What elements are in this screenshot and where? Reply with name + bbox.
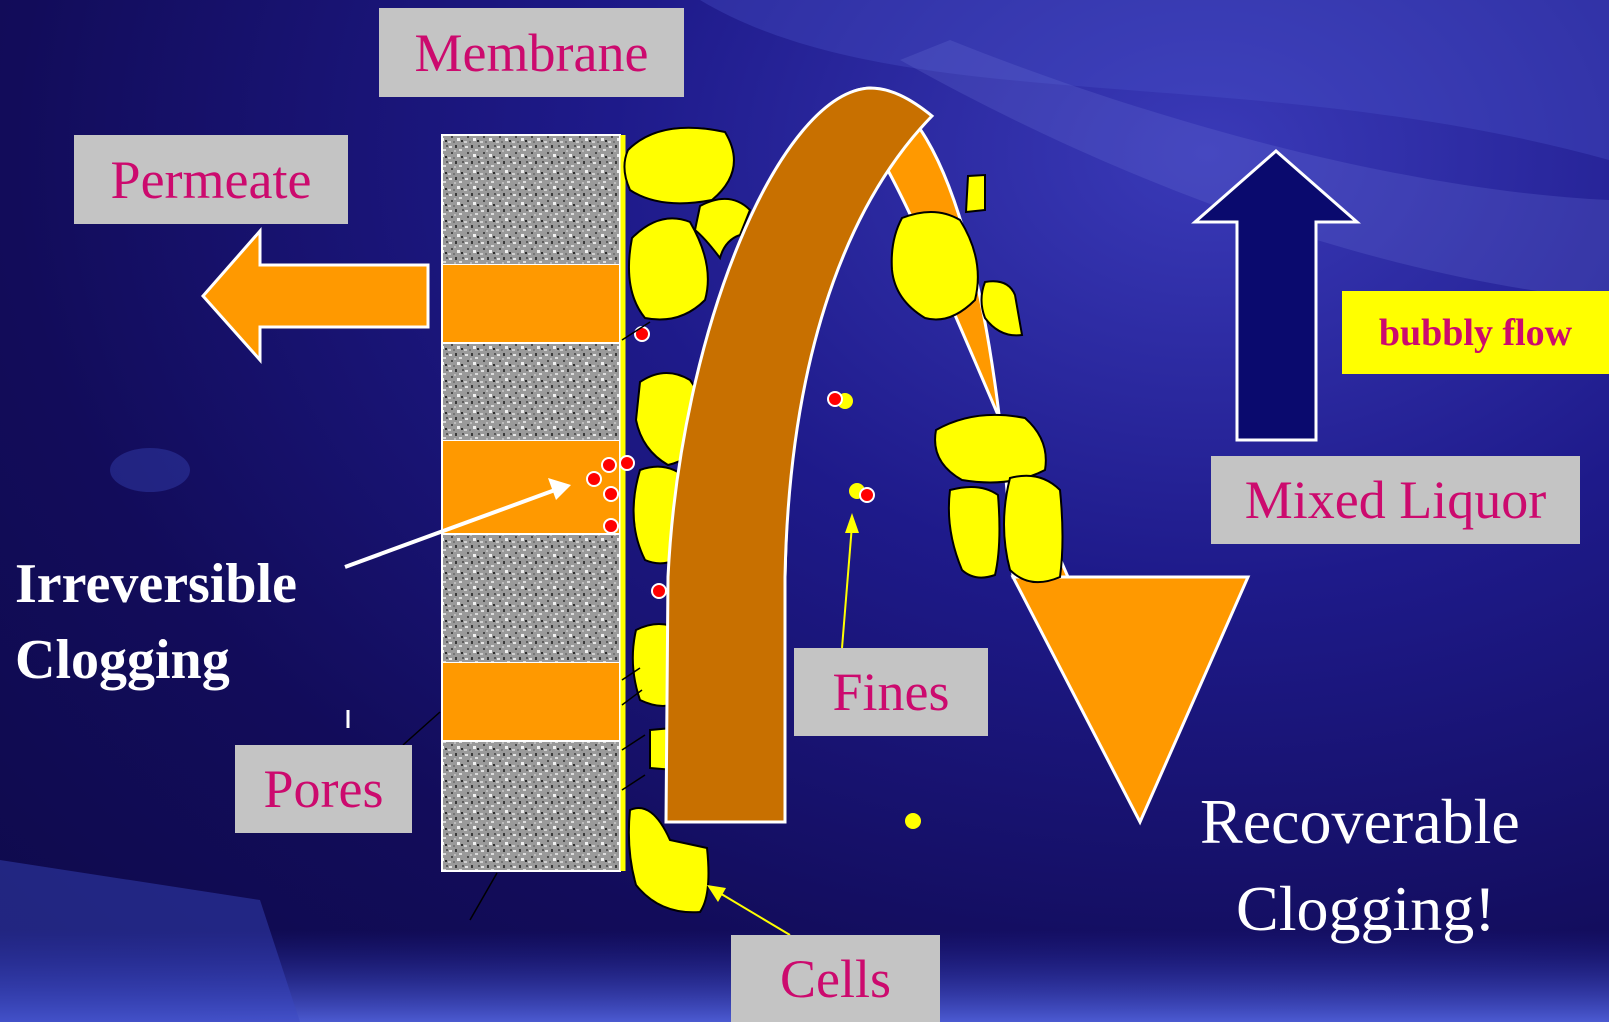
permeate-label: Permeate: [74, 135, 348, 224]
fine-particle: [604, 487, 618, 501]
fines-pointer: [842, 525, 852, 648]
bubbly-flow-label: bubbly flow: [1342, 291, 1609, 374]
fine-particle: [828, 392, 842, 406]
pores-label: Pores: [235, 745, 412, 833]
fines-label: Fines: [794, 648, 988, 736]
pore-1: [442, 265, 620, 343]
mixed-liquor-label: Mixed Liquor: [1211, 456, 1580, 544]
fine-particle: [905, 813, 921, 829]
fine-particle: [635, 327, 649, 341]
suspended-fines: [828, 392, 921, 829]
recoverable-clogging-line1: Recoverable: [1200, 785, 1520, 859]
pore-3: [442, 663, 620, 741]
fine-particle: [860, 488, 874, 502]
cells-pointer-head: [707, 885, 726, 902]
fine-particle: [602, 458, 616, 472]
cell: [624, 128, 734, 204]
cell: [629, 218, 708, 319]
irreversible-clogging-line2: Clogging: [15, 628, 230, 692]
cell: [982, 281, 1023, 335]
fine-particle: [604, 519, 618, 533]
cell: [935, 415, 1046, 483]
cell: [949, 487, 1000, 578]
cell: [966, 175, 985, 212]
membrane-block-2: [442, 343, 620, 441]
fine-particle: [652, 584, 666, 598]
fine-particle: [587, 472, 601, 486]
cell: [1004, 476, 1063, 582]
permeate-arrow: [203, 231, 428, 360]
fines-pointer-head: [845, 513, 859, 533]
membrane-label: Membrane: [379, 8, 684, 97]
membrane-block-1: [442, 135, 620, 265]
cell: [629, 808, 709, 912]
membrane-block-3: [442, 534, 620, 663]
cell: [892, 212, 978, 320]
membrane: [442, 135, 623, 871]
suspended-cells: [892, 175, 1063, 582]
fine-particle: [620, 456, 634, 470]
recoverable-clogging-line2: Clogging!: [1236, 872, 1496, 946]
membrane-block-4: [442, 741, 620, 871]
cells-label: Cells: [731, 935, 940, 1022]
irreversible-clogging-line1: Irreversible: [15, 552, 297, 616]
cells-pointer: [718, 892, 790, 935]
